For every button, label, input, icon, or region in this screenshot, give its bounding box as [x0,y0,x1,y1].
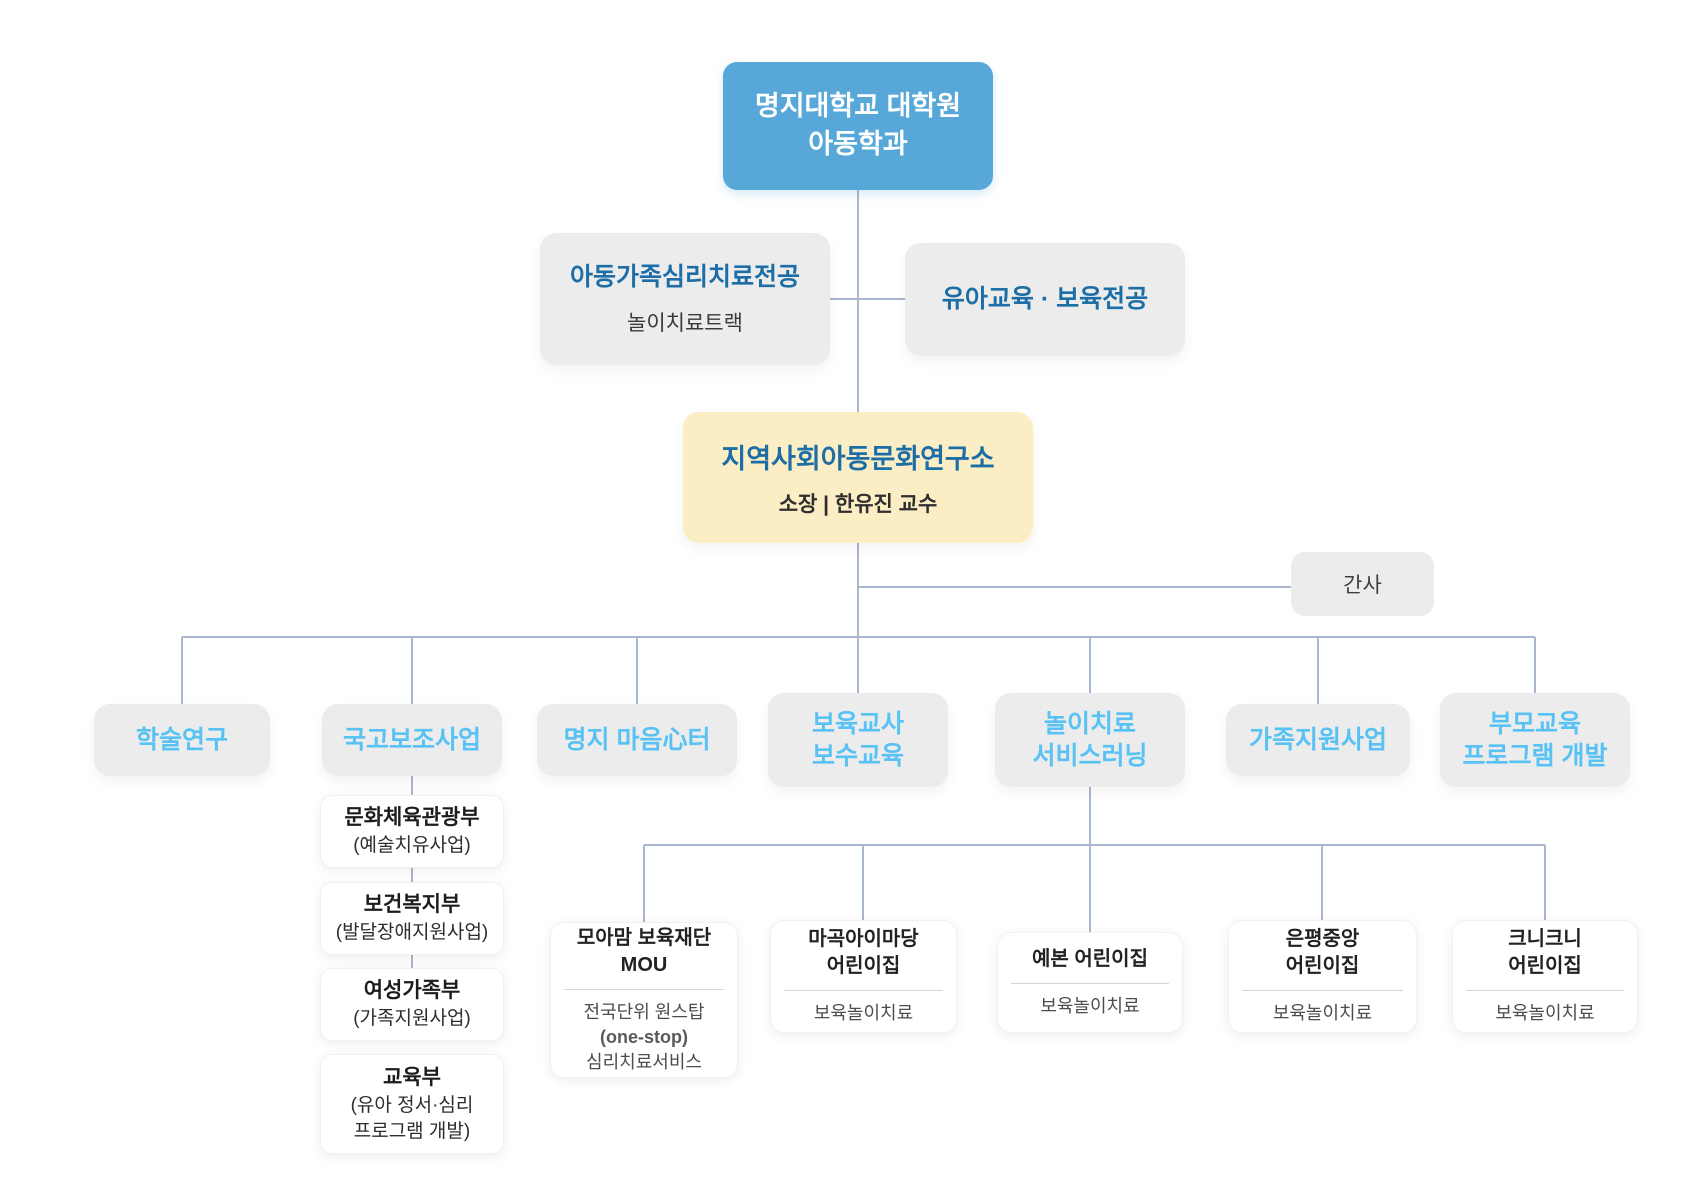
gov-detail: (발달장애지원사업) [335,922,489,944]
node-program-academic-research: 학술연구 [94,704,270,776]
divider [783,990,944,992]
program-label: 놀이치료 서비스러닝 [1032,709,1148,771]
node-program-myongji-maeum-center: 명지 마음心터 [537,704,737,776]
node-gov-health-welfare: 보건복지부 (발달장애지원사업) [320,882,504,955]
partner-detail: 보육놀이치료 [1040,995,1140,1016]
node-program-parent-education: 부모교육 프로그램 개발 [1440,693,1630,787]
partner-detail-line1: 전국단위 원스탑 [583,1001,705,1022]
gov-detail: (가족지원사업) [353,1008,471,1030]
node-institute: 지역사회아동문화연구소 소장 | 한유진 교수 [683,412,1033,543]
partner-title: 크니크니 어린이집 [1508,928,1582,978]
node-program-government-subsidy: 국고보조사업 [322,704,502,776]
divider [564,988,724,990]
node-gov-education-ministry: 교육부 (유아 정서·심리 프로그램 개발) [320,1054,504,1154]
partner-detail: 보육놀이치료 [813,1003,914,1024]
institute-title: 지역사회아동문화연구소 [721,444,995,474]
program-label: 보육교사 보수교육 [811,709,904,771]
node-gov-culture-sports-tourism: 문화체육관광부 (예술치유사업) [320,795,504,868]
node-major-early-childhood-education: 유아교육 · 보육전공 [905,243,1185,356]
secretary-label: 간사 [1343,574,1382,597]
node-partner-eunpyeong-jungang-daycare: 은평중앙 어린이집 보육놀이치료 [1228,920,1417,1033]
program-label: 명지 마음心터 [563,725,711,754]
divider [1465,990,1625,992]
partner-title: 마곡아이마당 어린이집 [808,928,919,978]
program-label: 부모교육 프로그램 개발 [1462,709,1608,771]
institute-director: 소장 | 한유진 교수 [778,493,938,516]
gov-detail: (유아 정서·심리 프로그램 개발) [350,1095,474,1142]
node-program-family-support: 가족지원사업 [1226,704,1410,776]
node-gov-gender-equality-family: 여성가족부 (가족지원사업) [320,968,504,1041]
program-label: 가족지원사업 [1248,725,1387,754]
partner-detail: 보육놀이치료 [1495,1003,1595,1024]
gov-title: 교육부 [383,1065,441,1089]
partner-title: 은평중앙 어린이집 [1285,928,1360,978]
program-label: 학술연구 [135,725,228,754]
partner-detail-line3: 심리치료서비스 [586,1052,702,1073]
partner-title: 예본 어린이집 [1032,947,1148,970]
node-major-child-family-psychotherapy: 아동가족심리치료전공 놀이치료트랙 [540,233,830,365]
gov-title: 여성가족부 [363,979,461,1003]
node-program-play-therapy-service-learning: 놀이치료 서비스러닝 [995,693,1185,787]
node-program-childcare-teacher-training: 보육교사 보수교육 [768,693,948,787]
node-partner-moamom-foundation-mou: 모아맘 보육재단 MOU 전국단위 원스탑 (one-stop) 심리치료서비스 [550,922,738,1078]
gov-title: 문화체육관광부 [344,806,480,830]
gov-title: 보건복지부 [363,893,461,917]
major2-title: 유아교육 · 보육전공 [941,285,1149,314]
divider [1010,982,1170,984]
partner-detail-line2: (one-stop) [600,1026,688,1047]
divider [1242,990,1403,992]
root-department-label: 명지대학교 대학원 아동학과 [754,91,962,159]
node-partner-yebon-daycare: 예본 어린이집 보육놀이치료 [997,932,1183,1033]
node-secretary: 간사 [1291,552,1434,616]
partner-title: 모아맘 보육재단 MOU [576,926,712,976]
program-label: 국고보조사업 [342,725,481,754]
gov-detail: (예술치유사업) [353,835,471,857]
partner-detail: 보육놀이치료 [1272,1003,1373,1024]
major1-title: 아동가족심리치료전공 [569,262,800,291]
node-partner-magok-aimadang-daycare: 마곡아이마당 어린이집 보육놀이치료 [770,920,957,1033]
major1-subtitle: 놀이치료트랙 [627,312,743,336]
node-partner-kniknee-daycare: 크니크니 어린이집 보육놀이치료 [1452,920,1638,1033]
node-root-department: 명지대학교 대학원 아동학과 [723,62,993,190]
